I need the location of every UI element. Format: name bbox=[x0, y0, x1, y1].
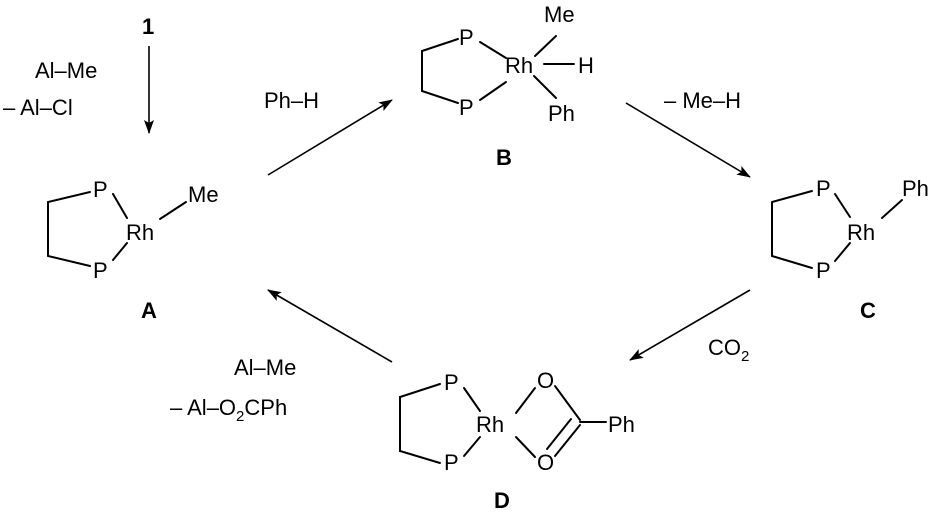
initiation-byproduct: – Al–Cl bbox=[3, 95, 73, 120]
compound-C: P P Rh Ph C bbox=[771, 176, 929, 323]
compound-B-label: B bbox=[496, 145, 512, 170]
phosphorus-atom-top: P bbox=[444, 370, 459, 395]
phosphorus-atom-top: P bbox=[816, 176, 831, 201]
rhodium-atom: Rh bbox=[126, 220, 154, 245]
compound-D-label: D bbox=[494, 488, 510, 513]
initiation-reagent: Al–Me bbox=[35, 58, 97, 83]
c-o-double-bond-2 bbox=[546, 418, 572, 450]
methyl-group: Me bbox=[188, 182, 219, 207]
phosphorus-atom-bottom: P bbox=[93, 258, 108, 283]
p-rh-bond-bottom bbox=[479, 81, 507, 101]
p-rh-bond-top bbox=[834, 193, 851, 218]
phenyl-group: Ph bbox=[608, 412, 635, 437]
reagent-almethyl: Al–Me bbox=[234, 355, 296, 380]
rh-o-bond-top bbox=[515, 387, 536, 414]
reagent-co2: CO2 bbox=[708, 335, 749, 365]
rh-ph-bond bbox=[881, 199, 903, 219]
c-o-double-bond-1 bbox=[554, 424, 581, 457]
p-rh-bond-bottom bbox=[112, 242, 128, 261]
ethylene-bridge bbox=[421, 38, 459, 104]
compound-D: P P Rh O O Ph D bbox=[399, 368, 635, 513]
oxygen-atom-top: O bbox=[537, 368, 554, 393]
rh-o-bond-bottom bbox=[515, 436, 536, 458]
byproduct-methane: – Me–H bbox=[664, 88, 741, 113]
rh-me-bond bbox=[534, 35, 557, 57]
hydride: H bbox=[578, 53, 594, 78]
phosphorus-atom-bottom: P bbox=[444, 450, 459, 475]
p-rh-bond-top bbox=[479, 41, 507, 59]
ethylene-bridge bbox=[47, 191, 91, 267]
methyl-group: Me bbox=[544, 2, 575, 27]
rhodium-atom: Rh bbox=[847, 220, 875, 245]
p-rh-bond-top bbox=[463, 387, 481, 412]
phenyl-group: Ph bbox=[548, 101, 575, 126]
arrow-C-to-D bbox=[629, 289, 751, 361]
compound-A-label: A bbox=[141, 298, 157, 323]
p-rh-bond-bottom bbox=[463, 436, 481, 457]
phosphorus-atom-bottom: P bbox=[459, 95, 474, 120]
phosphorus-atom-bottom: P bbox=[816, 258, 831, 283]
reagent-benzene: Ph–H bbox=[264, 88, 319, 113]
arrow-B-to-C bbox=[625, 102, 751, 178]
rhodium-atom: Rh bbox=[505, 53, 533, 78]
ethylene-bridge bbox=[399, 383, 441, 464]
rh-me-bond bbox=[159, 201, 187, 220]
p-rh-bond-bottom bbox=[834, 242, 851, 262]
compound-B: P P Rh Me H Ph B bbox=[421, 2, 594, 170]
rhodium-atom: Rh bbox=[476, 412, 504, 437]
phenyl-group: Ph bbox=[902, 176, 929, 201]
oxygen-atom-bottom: O bbox=[537, 450, 554, 475]
phosphorus-atom-top: P bbox=[459, 25, 474, 50]
compound-1-label: 1 bbox=[142, 14, 154, 39]
compound-A: P P Rh Me A bbox=[47, 177, 219, 323]
phosphorus-atom-top: P bbox=[93, 177, 108, 202]
byproduct-al-benzoate: – Al–O2CPh bbox=[170, 395, 287, 425]
arrow-D-to-A bbox=[267, 289, 393, 363]
rh-ph-bond bbox=[533, 75, 557, 99]
compound-C-label: C bbox=[860, 298, 876, 323]
p-rh-bond-top bbox=[112, 193, 128, 219]
ethylene-bridge bbox=[771, 190, 813, 269]
o-c-bond bbox=[554, 385, 581, 421]
arrow-A-to-B bbox=[267, 99, 393, 176]
